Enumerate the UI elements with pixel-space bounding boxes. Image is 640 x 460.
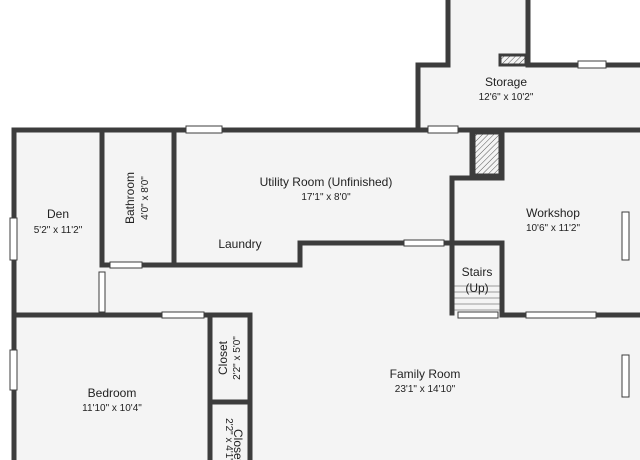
bedroom-dims: 11'10" x 10'4" <box>82 403 142 414</box>
stairs-name: Stairs <box>462 265 493 279</box>
family-room-name: Family Room <box>390 367 461 381</box>
family-room-dims: 23'1" x 14'10" <box>395 384 456 395</box>
utility-name: Utility Room (Unfinished) <box>260 175 393 189</box>
storage-dims: 12'6" x 10'2" <box>479 92 534 103</box>
chimney-hatch <box>472 131 502 177</box>
floor-areas <box>14 0 640 460</box>
workshop-name: Workshop <box>526 206 580 220</box>
closet1-dims: 2'2" x 5'0" <box>232 336 243 380</box>
storage-shaft-floor <box>448 0 528 63</box>
bathroom-dims: 4'0" x 8'0" <box>140 176 151 220</box>
shaft-hatch <box>498 53 528 67</box>
den-dims: 5'2" x 11'2" <box>34 225 83 236</box>
den-name: Den <box>47 207 69 221</box>
main-floor <box>14 130 640 460</box>
bedroom-name: Bedroom <box>88 386 137 400</box>
stair-treads <box>452 285 500 311</box>
closet1-name: Closet <box>216 340 230 375</box>
room-labels: Storage 12'6" x 10'2" Utility Room (Unfi… <box>34 75 581 460</box>
closet2-dims: 2'2" x 4'1" <box>223 418 234 460</box>
utility-dims: 17'1" x 8'0" <box>301 192 351 203</box>
storage-floor <box>416 63 640 130</box>
windows <box>9 60 630 398</box>
closet2-name: Closet <box>231 429 245 460</box>
laundry-label: Laundry <box>218 237 261 251</box>
workshop-dims: 10'6" x 11'2" <box>526 223 581 234</box>
doors <box>98 125 597 319</box>
bathroom-name: Bathroom <box>123 172 137 224</box>
storage-name: Storage <box>485 75 527 89</box>
stairs-direction: (Up) <box>465 281 488 295</box>
